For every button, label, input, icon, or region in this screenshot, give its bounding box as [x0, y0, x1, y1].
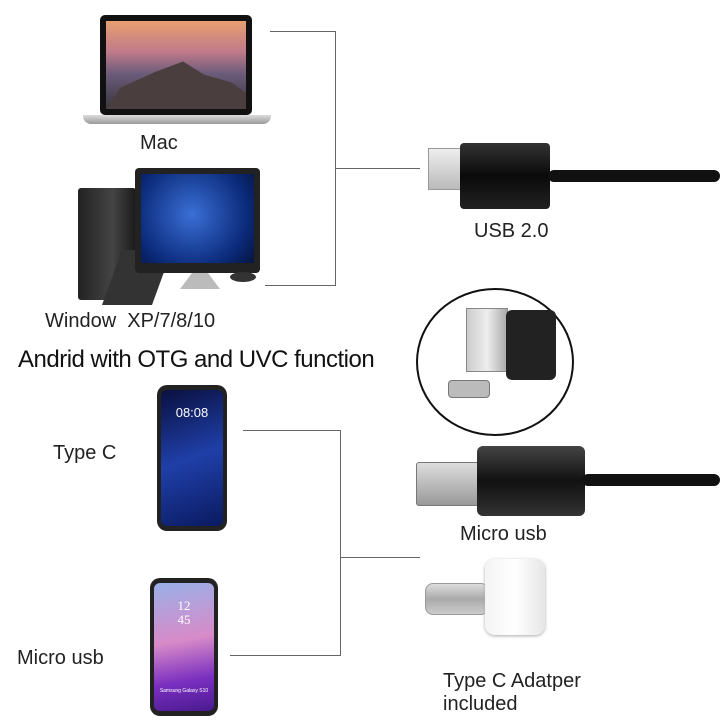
mac-laptop-base — [83, 115, 271, 124]
connector-line — [340, 557, 420, 558]
usb-label: USB 2.0 — [474, 220, 549, 242]
type-c-plug-image — [425, 583, 489, 615]
connector-line — [230, 655, 341, 656]
huawei-phone-image: 08:08 — [157, 385, 227, 531]
connector-line — [335, 168, 420, 169]
type-c-label: Type C — [53, 442, 117, 464]
connector-line — [335, 31, 336, 286]
adapter-label-line2: included — [443, 693, 518, 715]
mouse-image — [230, 272, 256, 282]
phone-clock: 08:08 — [175, 405, 209, 420]
type-c-adapter-image — [485, 559, 545, 635]
micro-usb-device-label: Micro usb — [17, 647, 104, 669]
mac-laptop-image — [100, 15, 252, 115]
cable-image — [582, 474, 720, 486]
micro-usb-connector-label: Micro usb — [460, 523, 547, 545]
pc-monitor-image — [135, 168, 260, 273]
samsung-phone-image: 12 45 Samsung Galaxy S10 — [150, 578, 218, 716]
otg-adapter-closeup — [416, 288, 574, 436]
windows-label: Window XP/7/8/10 — [45, 310, 216, 332]
adapter-label-line1: Type C Adatper — [443, 670, 581, 692]
android-heading: Andrid with OTG and UVC function — [18, 346, 375, 373]
phone-caption: Samsung Galaxy S10 — [159, 688, 209, 694]
connector-line — [265, 285, 336, 286]
otg-body — [506, 310, 556, 380]
usb-a-tip — [466, 308, 508, 372]
phone-clock-minutes: 45 — [177, 612, 191, 627]
connector-line — [270, 31, 336, 32]
phone-clock-hours: 12 — [177, 598, 191, 613]
micro-usb-tip — [448, 380, 490, 398]
connector-line — [243, 430, 341, 431]
monitor-stand — [180, 273, 220, 289]
otg-connector-image — [477, 446, 585, 516]
cable-image — [548, 170, 720, 182]
usb-connector-image — [460, 143, 550, 209]
mac-label: Mac — [140, 132, 178, 154]
connector-line — [340, 430, 341, 656]
micro-usb-plug-image — [416, 462, 482, 506]
